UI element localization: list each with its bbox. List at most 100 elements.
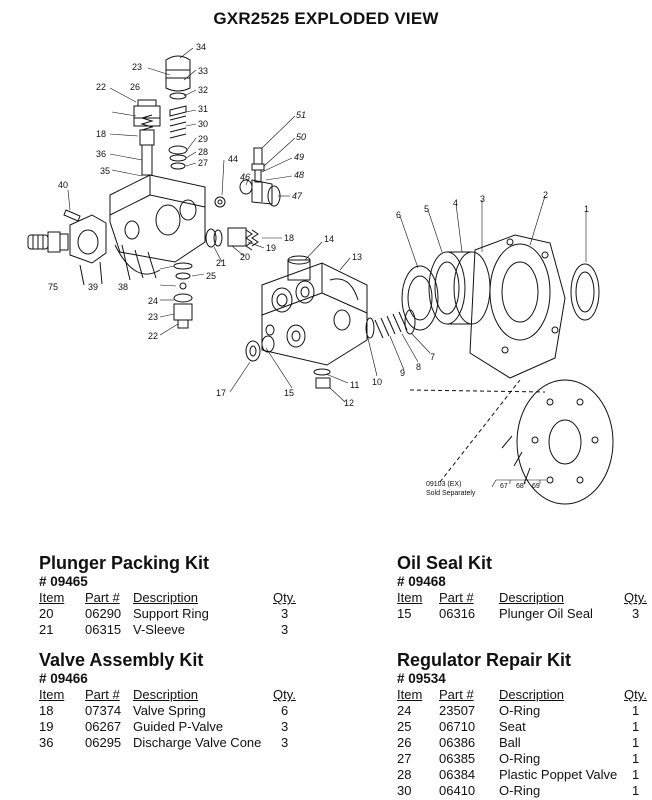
table-row: 30 06410 O-Ring 1	[397, 783, 647, 799]
cell-item: 19	[39, 719, 54, 734]
callout: 31	[198, 104, 208, 114]
col-item: Item	[39, 590, 65, 605]
callout: 44	[228, 154, 238, 164]
callout: 20	[240, 252, 250, 262]
col-part: Part #	[439, 590, 474, 605]
col-qty: Qty.	[273, 687, 296, 702]
plunger-packing-kit: Plunger Packing Kit # 09465 Item Part # …	[39, 553, 329, 638]
cell-desc: Ball	[499, 735, 521, 750]
table-row: 18 07374 Valve Spring 6	[39, 703, 329, 719]
callout: 14	[324, 234, 334, 244]
table-row: 28 06384 Plastic Poppet Valve 1	[397, 767, 647, 783]
cell-part: 06384	[439, 767, 476, 782]
col-part: Part #	[85, 687, 120, 702]
callout: 8	[416, 362, 421, 372]
valve-parts-group	[205, 147, 281, 251]
callout: 22	[96, 82, 106, 92]
callout: 46	[240, 172, 250, 182]
cell-qty: 3	[281, 622, 289, 637]
callout: 30	[198, 119, 208, 129]
cell-qty: 1	[632, 783, 640, 798]
callout: 23	[132, 62, 142, 72]
callout: 5	[424, 204, 429, 214]
callout: 33	[198, 66, 208, 76]
cell-qty: 3	[281, 719, 289, 734]
cell-item: 30	[397, 783, 412, 798]
callout: 18	[284, 233, 294, 243]
kit-title: Regulator Repair Kit	[397, 650, 572, 670]
cell-item: 27	[397, 751, 412, 766]
cell-desc: Support Ring	[133, 606, 209, 621]
callout-labels: 34 33 32 31 30 29 28 27 26 23 22 18 36 3…	[48, 42, 589, 497]
callout: 27	[198, 158, 208, 168]
kit-number: # 09466	[39, 671, 88, 686]
cell-qty: 3	[281, 606, 289, 621]
callout: 40	[58, 180, 68, 190]
cell-part: 06385	[439, 751, 476, 766]
col-desc: Description	[133, 590, 199, 605]
cell-part: 06295	[85, 735, 122, 750]
cell-part: 06410	[439, 783, 476, 798]
callout: 39	[88, 282, 98, 292]
callout: 13	[352, 252, 362, 262]
kit-title: Oil Seal Kit	[397, 553, 493, 573]
cell-item: 21	[39, 622, 54, 637]
cell-desc: Seat	[499, 719, 526, 734]
col-qty: Qty.	[624, 590, 647, 605]
callout: 51	[296, 110, 306, 120]
callout: 23	[148, 312, 158, 322]
sold-separately-label: Sold Separately	[426, 490, 476, 497]
page-title: GXR2525 EXPLODED VIEW	[213, 9, 439, 28]
callout: 21	[216, 258, 226, 268]
cell-item: 28	[397, 767, 412, 782]
table-row: 15 06316 Plunger Oil Seal 3	[397, 606, 647, 622]
crankcase-group	[365, 234, 614, 505]
table-row: 19 06267 Guided P-Valve 3	[39, 719, 329, 735]
valve-assembly-kit: Valve Assembly Kit # 09466 Item Part # D…	[39, 650, 329, 751]
cell-part: 07374	[85, 703, 122, 718]
cell-qty: 1	[632, 703, 640, 718]
callout: 22	[148, 331, 158, 341]
cell-part: 06710	[439, 719, 476, 734]
leader-lines	[67, 47, 587, 488]
callout: 7	[430, 352, 435, 362]
cell-part: 06386	[439, 735, 476, 750]
kit-number: # 09465	[39, 574, 88, 589]
col-qty: Qty.	[273, 590, 296, 605]
col-desc: Description	[499, 687, 565, 702]
col-part: Part #	[85, 590, 120, 605]
col-part: Part #	[439, 687, 474, 702]
oil-seal-kit: Oil Seal Kit # 09468 Item Part # Descrip…	[397, 553, 647, 622]
kit-title: Valve Assembly Kit	[39, 650, 204, 670]
callout: 69	[532, 483, 540, 490]
callout: 4	[453, 198, 458, 208]
manifold-group	[27, 55, 206, 329]
cell-qty: 3	[281, 735, 289, 750]
callout: 11	[350, 380, 359, 390]
cell-item: 24	[397, 703, 412, 718]
kit-number: # 09468	[397, 574, 446, 589]
callout: 18	[96, 129, 106, 139]
callout: 49	[294, 152, 304, 162]
cell-part: 06290	[85, 606, 122, 621]
cell-item: 25	[397, 719, 412, 734]
kit-number: # 09534	[397, 671, 446, 686]
callout: 15	[284, 388, 294, 398]
cell-part: 23507	[439, 703, 476, 718]
table-header: Item Part # Description Qty.	[39, 687, 329, 703]
col-item: Item	[39, 687, 65, 702]
kit-title: Plunger Packing Kit	[39, 553, 210, 573]
callout: 25	[206, 271, 216, 281]
cell-qty: 1	[632, 767, 640, 782]
cell-item: 36	[39, 735, 54, 750]
table-row: 24 23507 O-Ring 1	[397, 703, 647, 719]
cell-qty: 1	[632, 735, 640, 750]
cell-part: 06315	[85, 622, 122, 637]
cell-qty: 6	[281, 703, 289, 718]
cell-desc: Discharge Valve Cone	[133, 735, 262, 750]
callout: 6	[396, 210, 401, 220]
callout: 32	[198, 85, 208, 95]
callout: 38	[118, 282, 128, 292]
table-header: Item Part # Description Qty.	[39, 590, 329, 606]
cell-qty: 3	[632, 606, 640, 621]
